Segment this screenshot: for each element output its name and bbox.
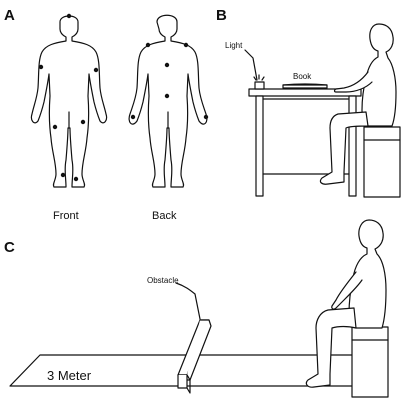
back-body-figure bbox=[128, 14, 208, 188]
front-point-right-arm bbox=[38, 64, 44, 70]
book bbox=[282, 83, 328, 89]
table bbox=[248, 88, 362, 197]
front-label: Front bbox=[53, 210, 79, 222]
stool-c bbox=[351, 326, 389, 398]
back-point-left-shoulder bbox=[183, 42, 189, 48]
back-point-upper-back bbox=[164, 62, 170, 68]
front-point-head bbox=[66, 13, 72, 19]
back-point-left-hand bbox=[203, 114, 209, 120]
obstacle-label: Obstacle bbox=[147, 276, 179, 285]
light-device bbox=[244, 49, 265, 90]
panel-a-letter: A bbox=[4, 7, 15, 24]
front-point-left-thigh bbox=[80, 119, 86, 125]
front-point-left-ankle bbox=[73, 176, 79, 182]
front-point-right-ankle bbox=[60, 172, 66, 178]
back-point-right-hand bbox=[130, 114, 136, 120]
front-point-right-thigh bbox=[52, 124, 58, 130]
back-point-right-shoulder bbox=[145, 42, 151, 48]
obstacle bbox=[175, 282, 212, 394]
back-label: Back bbox=[152, 210, 177, 222]
book-label: Book bbox=[293, 72, 312, 81]
seated-person-c bbox=[305, 219, 387, 388]
back-point-lower-back bbox=[164, 93, 170, 99]
stool-b bbox=[363, 126, 401, 198]
panel-c-letter: C bbox=[4, 239, 15, 256]
front-body-figure bbox=[30, 15, 108, 188]
front-point-left-arm bbox=[93, 67, 99, 73]
distance-label: 3 Meter bbox=[47, 368, 92, 383]
panel-b-letter: B bbox=[216, 7, 227, 24]
light-label: Light bbox=[225, 41, 243, 50]
seated-person-b bbox=[319, 23, 397, 185]
